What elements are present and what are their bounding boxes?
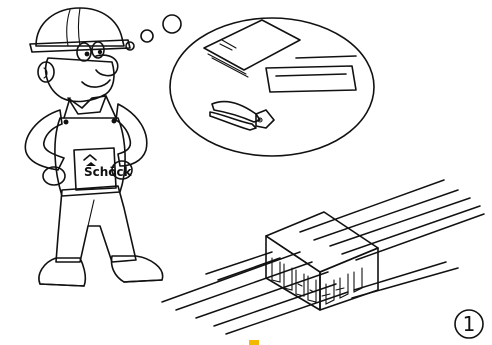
cover-strip-icon [266, 56, 356, 92]
step-number-badge: 1 [455, 310, 483, 338]
pliers-icon [210, 102, 274, 130]
insulation-element [266, 212, 378, 310]
thought-bubble [126, 15, 374, 156]
rebar-assembly [162, 180, 484, 334]
accent-marker [249, 340, 259, 345]
logo-label: Schöck [84, 165, 133, 179]
step-number: 1 [463, 312, 476, 336]
worker-figure: Schöck [25, 8, 162, 286]
